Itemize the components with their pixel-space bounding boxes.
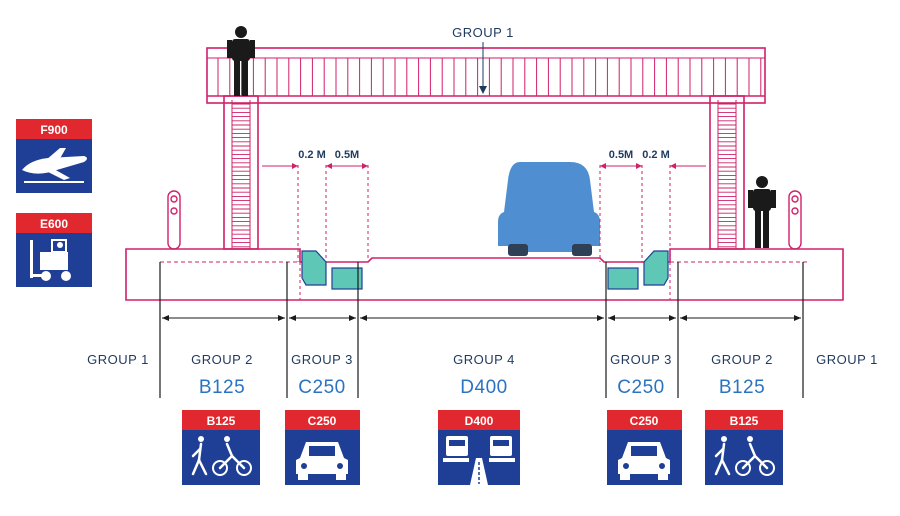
sign-bottom-2-c250: C250 — [285, 410, 360, 485]
car-icon — [618, 442, 670, 480]
right-bollard — [788, 190, 802, 250]
zone-3-right-class: C250 — [617, 377, 664, 398]
dimension-arrows — [262, 163, 706, 169]
sign-bottom-3-d400: D400 — [438, 410, 520, 485]
zone-3-left-group: GROUP 3 — [291, 352, 353, 367]
zone-span-arrowhead — [669, 315, 676, 321]
zone-4-class: D400 — [460, 377, 507, 398]
zone-2-right-group: GROUP 2 — [711, 352, 773, 367]
sign-f900: F900 — [16, 119, 92, 193]
zone-span-arrowhead — [360, 315, 367, 321]
top-group-label: GROUP 1 — [452, 25, 514, 40]
footbridge — [206, 47, 766, 250]
zone-span-arrowhead — [794, 315, 801, 321]
top-group-arrow-head — [479, 86, 487, 94]
right-drainage-channel — [607, 267, 639, 290]
forklift-icon — [30, 239, 71, 281]
zone-labels: GROUP 1 GROUP 2 GROUP 3 GROUP 4 GROUP 3 … — [87, 352, 878, 398]
bridge-deck — [206, 47, 766, 104]
dimension-left-b: 0.5M — [335, 149, 359, 161]
vehicle-rear-icon — [498, 162, 600, 256]
zone-4-group: GROUP 4 — [453, 352, 515, 367]
person-on-bridge-icon — [227, 26, 255, 96]
zone-2-right-class: B125 — [719, 377, 765, 398]
zone-3-left-class: C250 — [298, 377, 345, 398]
pedestrian-cyclist-icon — [714, 436, 775, 476]
dimension-right-b: 0.2 M — [642, 149, 670, 161]
zone-span-arrows — [162, 315, 801, 321]
dimension-right-a: 0.5M — [609, 149, 633, 161]
sign-bottom-3-label: D400 — [465, 414, 494, 428]
sign-bottom-5-label: B125 — [730, 414, 759, 428]
sign-f900-label: F900 — [40, 123, 68, 137]
zone-2-left-class: B125 — [199, 377, 245, 398]
sign-bottom-1-b125: B125 — [182, 410, 260, 485]
zone-span-arrowhead — [608, 315, 615, 321]
sign-bottom-4-label: C250 — [630, 414, 659, 428]
bridge-railing — [207, 57, 765, 96]
sign-bottom-5-b125: B125 — [705, 410, 783, 485]
zone-dividers — [159, 262, 804, 398]
right-dimension-guides — [599, 165, 671, 262]
left-bollard — [167, 190, 181, 250]
car-icon — [296, 442, 348, 480]
left-drainage-channel — [331, 267, 363, 290]
sign-bottom-4-c250: C250 — [607, 410, 682, 485]
pedestrian-cyclist-icon — [191, 436, 252, 476]
zone-span-arrowhead — [289, 315, 296, 321]
truck-highway-icon — [443, 436, 515, 485]
sign-bottom-2-label: C250 — [308, 414, 337, 428]
zone-span-arrowhead — [278, 315, 285, 321]
sign-e600-label: E600 — [40, 217, 68, 231]
airplane-icon — [22, 148, 87, 183]
left-kerb — [301, 250, 327, 286]
zone-2-left-group: GROUP 2 — [191, 352, 253, 367]
dimension-left-a: 0.2 M — [298, 149, 326, 161]
zone-span-arrowhead — [680, 315, 687, 321]
ground-outline — [125, 248, 844, 301]
left-dimension-guides — [297, 165, 369, 262]
zone-3-right-group: GROUP 3 — [610, 352, 672, 367]
zone-1-left-group: GROUP 1 — [87, 352, 149, 367]
zone-1-right-group: GROUP 1 — [816, 352, 878, 367]
left-stair-steps — [231, 100, 251, 249]
person-on-sidewalk-icon — [748, 176, 776, 248]
zone-span-arrowhead — [349, 315, 356, 321]
zone-span-arrowhead — [597, 315, 604, 321]
right-kerb — [643, 250, 669, 286]
sign-e600: E600 — [16, 213, 92, 287]
road-cross-section — [125, 248, 844, 301]
zone-span-arrowhead — [162, 315, 169, 321]
right-stair-steps — [717, 100, 737, 249]
sign-bottom-1-label: B125 — [207, 414, 236, 428]
